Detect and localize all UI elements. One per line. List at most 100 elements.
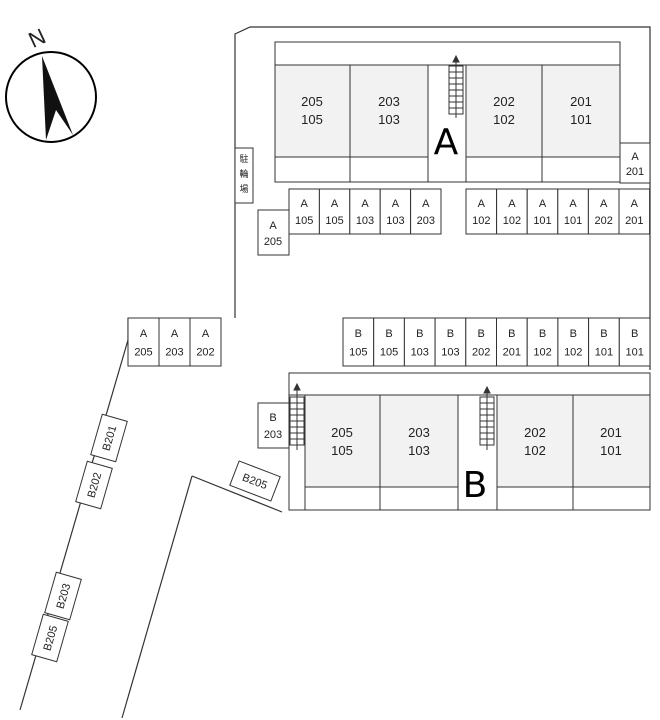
parking-slot-group: A: [508, 198, 516, 210]
parking-slot: A 105: [318, 188, 351, 235]
parking-slot-group: A: [600, 198, 608, 210]
parking-slot: B 101: [618, 317, 651, 367]
parking-slot-number: 105: [295, 215, 313, 227]
parking-slot-group: A: [539, 198, 547, 210]
unit-b-203-103: [379, 394, 459, 488]
unit-a-top-3: 202: [493, 94, 515, 109]
unit-b-205-105: [304, 394, 381, 488]
unit-a-205-105: [274, 64, 351, 158]
parking-slot-group: B: [600, 328, 607, 340]
bike-parking: 駐 輪 場: [234, 147, 254, 204]
parking-slot-number: 105: [349, 346, 367, 358]
parking-slot-a201-single: A 201: [619, 142, 651, 184]
unit-a-bottom-3: 102: [493, 112, 515, 127]
building-b: 205 105 203 103 202 102 201 101 B: [288, 372, 651, 511]
parking-slot-number: 102: [472, 215, 490, 227]
parking-slot-group: B: [355, 328, 362, 340]
bike-parking-char-3: 場: [239, 183, 248, 195]
unit-a-202-102: [465, 64, 543, 158]
parking-slot-group: A: [392, 198, 400, 210]
unit-a-top-1: 205: [301, 94, 323, 109]
unit-b-top-4: 201: [600, 425, 622, 440]
north-label: N: [25, 23, 50, 52]
parking-slot-group: B: [416, 328, 423, 340]
parking-slot-number: 103: [386, 215, 404, 227]
parking-slot: A 103: [379, 188, 412, 235]
parking-slot: B 105: [373, 317, 405, 367]
bike-parking-char-1: 駐: [239, 153, 248, 165]
parking-slot-number: 202: [595, 215, 613, 227]
parking-slot-number: 103: [441, 346, 459, 358]
parking-slot-group: A: [422, 198, 430, 210]
building-a-letter: A: [434, 122, 459, 163]
property-boundary: [234, 26, 651, 370]
parking-slot-group: B: [447, 328, 454, 340]
parking-slot-group: B: [385, 328, 392, 340]
bike-parking-box: [234, 147, 254, 204]
north-arrow-icon: [42, 56, 73, 140]
unit-a-top-4: 201: [570, 94, 592, 109]
parking-slot-group: B: [631, 328, 638, 340]
parking-slot-number: 105: [325, 215, 343, 227]
road-edge-right: [121, 475, 193, 719]
parking-slot-number: 102: [503, 215, 521, 227]
svg-text:B: B: [269, 412, 276, 424]
parking-slot-group: A: [361, 198, 369, 210]
unit-a-bottom-2: 103: [378, 112, 400, 127]
parking-slot-group: A: [569, 198, 577, 210]
parking-slot-number: 205: [134, 346, 152, 358]
parking-slot-b205-angled: B205: [229, 460, 281, 502]
parking-slot-number: 202: [196, 346, 214, 358]
parking-slot-number: 103: [356, 215, 374, 227]
unit-a-bottom-1: 105: [301, 112, 323, 127]
parking-slot-number: 202: [472, 346, 490, 358]
unit-b-bottom-3: 102: [524, 443, 546, 458]
parking-slot-a205-single: A 205: [257, 209, 290, 256]
parking-slot-number: 101: [625, 346, 643, 358]
building-a: 205 105 203 103 202 102 201 101 A: [274, 41, 621, 183]
road-edge-bend: [191, 475, 283, 513]
parking-slot: A 105: [288, 188, 320, 235]
unit-b-top-2: 203: [408, 425, 430, 440]
parking-slot: A 202: [587, 188, 620, 235]
svg-text:201: 201: [626, 166, 644, 178]
parking-slot-number: 201: [625, 215, 643, 227]
unit-b-201-101: [572, 394, 651, 488]
building-b-letter: B: [463, 465, 488, 506]
parking-slot-number: 201: [503, 346, 521, 358]
unit-b-bottom-2: 103: [408, 443, 430, 458]
parking-slot-group: B: [508, 328, 515, 340]
parking-slot-group: A: [301, 198, 309, 210]
parking-slot-road: B203: [44, 571, 82, 621]
svg-text:205: 205: [264, 236, 282, 248]
parking-slot-number: 105: [380, 346, 398, 358]
compass-ring: [5, 51, 97, 143]
unit-b-202-102: [496, 394, 574, 488]
parking-slot-number: 101: [595, 346, 613, 358]
stairs-a-icon: [448, 54, 464, 118]
svg-text:203: 203: [264, 429, 282, 441]
parking-slot-number: 103: [411, 346, 429, 358]
parking-slot-number: 203: [165, 346, 183, 358]
parking-slot-number: 101: [533, 215, 551, 227]
parking-slot-group: A: [331, 198, 339, 210]
bike-parking-char-2: 輪: [239, 168, 248, 180]
parking-slot: B 103: [403, 317, 436, 367]
unit-b-top-3: 202: [524, 425, 546, 440]
unit-a-top-2: 203: [378, 94, 400, 109]
parking-slot: A 101: [526, 188, 559, 235]
svg-text:A: A: [269, 220, 277, 232]
